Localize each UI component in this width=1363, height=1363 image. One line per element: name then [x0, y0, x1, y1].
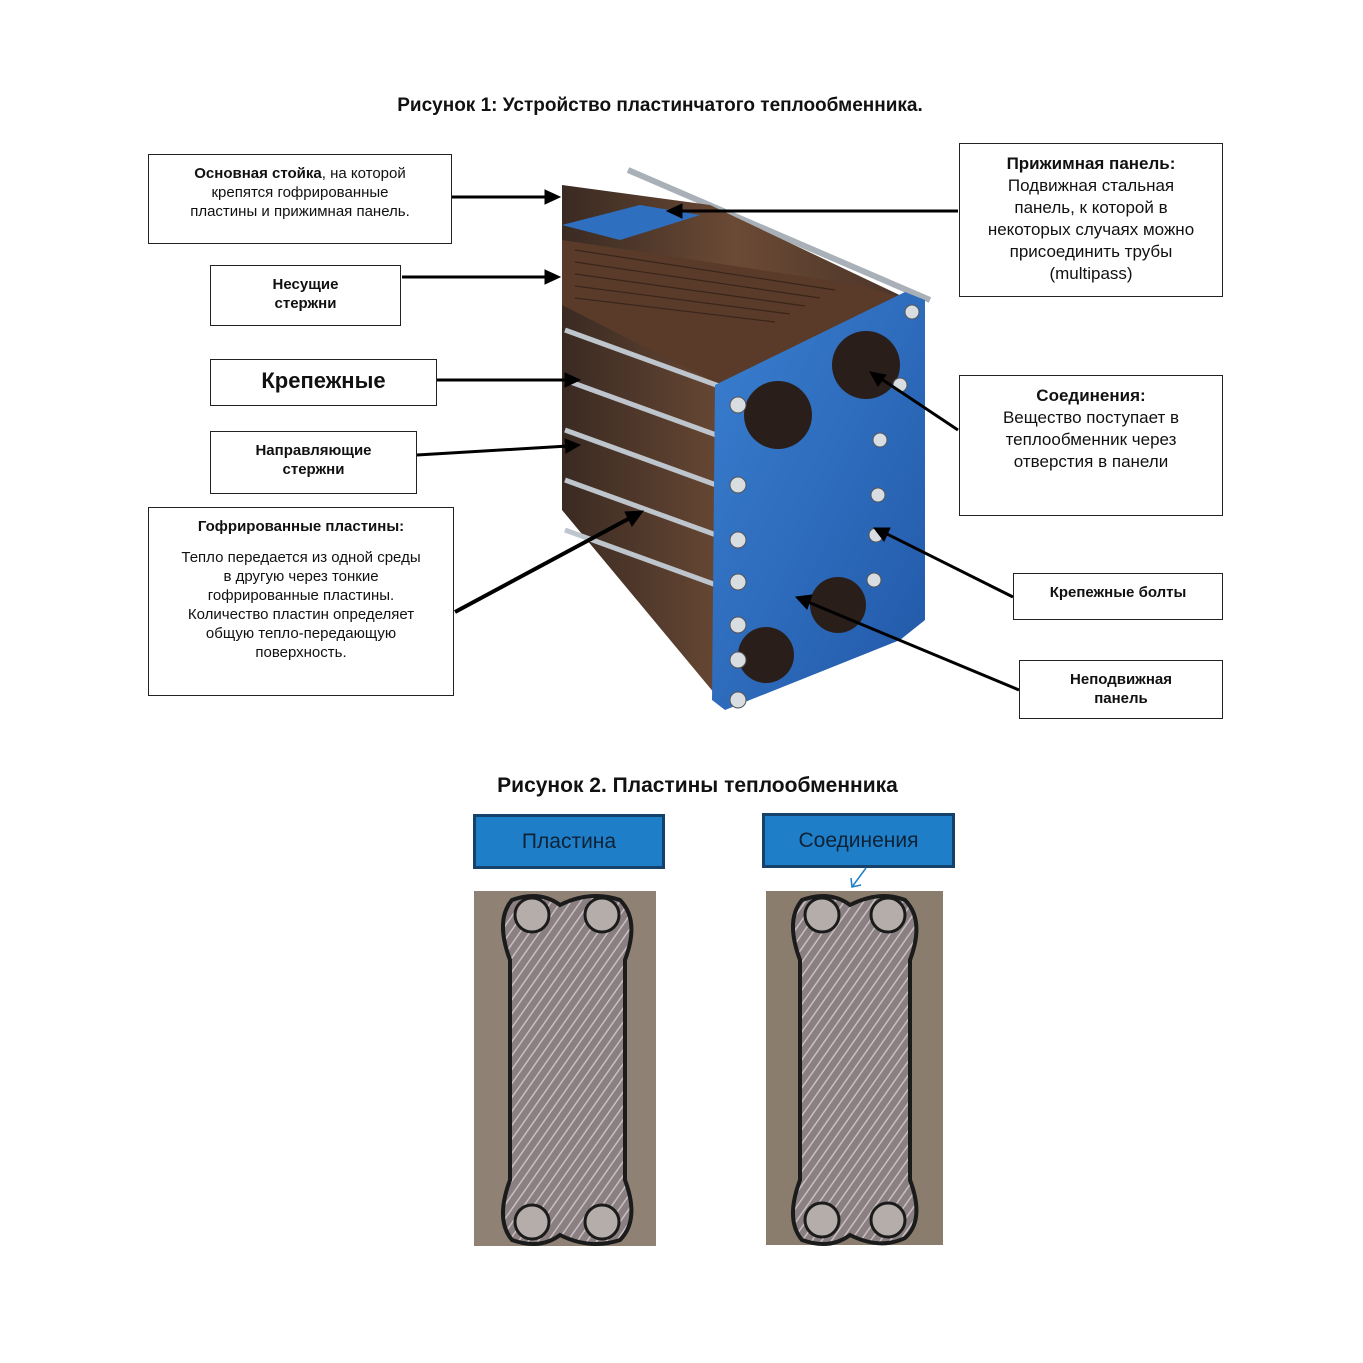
- label-pressure-plate: Прижимная панель: Подвижная стальная пан…: [959, 143, 1223, 297]
- label-carrying-bars: Несущие стержни: [210, 265, 401, 326]
- label-plates-line2: в другую через тонкие: [223, 568, 379, 585]
- label-connections: Соединения: Вещество поступает в теплооб…: [959, 375, 1223, 516]
- label-fastening-text: Крепежные: [261, 368, 386, 393]
- label-frame-bold: Основная стойка: [194, 165, 322, 182]
- label-carrying-bars-line1: Несущие: [272, 276, 339, 293]
- label-connections-line3: отверстия в панели: [1013, 452, 1169, 471]
- label-fixed-plate-line2: панель: [1094, 690, 1148, 707]
- tag-plate: Пластина: [473, 814, 665, 869]
- label-frame-line2: крепятся гофрированные: [211, 184, 389, 201]
- label-frame: Основная стойка, на которой крепятся гоф…: [148, 154, 452, 244]
- label-connections-line1: Вещество поступает в: [1002, 408, 1180, 427]
- ports-shape: [738, 331, 900, 683]
- label-guide-bars: Направляющие стержни: [210, 431, 417, 494]
- label-pressure-plate-line4: присоединить трубы: [1009, 242, 1173, 261]
- label-frame-rest: , на которой: [321, 165, 406, 182]
- figure2-title: Рисунок 2. Пластины теплообменника: [497, 774, 898, 797]
- label-plates-line4: Количество пластин определяет: [187, 606, 415, 623]
- label-plates-heading: Гофрированные пластины:: [197, 518, 405, 535]
- label-pressure-plate-heading: Прижимная панель:: [1006, 154, 1176, 173]
- label-plates-line5: общую тепло-передающую: [205, 625, 397, 642]
- label-plates-line6: поверхность.: [255, 644, 347, 661]
- label-bolts-text: Крепежные болты: [1049, 584, 1187, 601]
- label-fastening: Крепежные: [210, 359, 437, 406]
- label-bolts: Крепежные болты: [1013, 573, 1223, 620]
- pressure-plate-shape: [562, 205, 700, 240]
- bolts-shape: [729, 304, 920, 709]
- label-carrying-bars-line2: стержни: [274, 295, 337, 312]
- label-connections-line2: теплообменник через: [1005, 430, 1177, 449]
- label-plates-line1: Тепло передается из одной среды: [181, 549, 421, 566]
- label-frame-line3: пластины и прижимная панель.: [190, 203, 410, 220]
- callout-arrows: [402, 189, 1020, 692]
- label-plates: Гофрированные пластины: Тепло передается…: [148, 507, 454, 696]
- label-guide-bars-line2: стержни: [282, 461, 345, 478]
- label-fixed-plate-line1: Неподвижная: [1070, 671, 1172, 688]
- label-connections-heading: Соединения:: [1036, 386, 1146, 405]
- label-pressure-plate-line2: панель, к которой в: [1014, 198, 1168, 217]
- plate-photo-2: [766, 891, 943, 1246]
- connections-pointer-arrow: [850, 867, 867, 888]
- label-fixed-plate: Неподвижная панель: [1019, 660, 1223, 719]
- label-pressure-plate-line3: некоторых случаях можно: [987, 220, 1195, 239]
- label-pressure-plate-line1: Подвижная стальная: [1007, 176, 1175, 195]
- label-pressure-plate-line5: (multipass): [1049, 264, 1133, 283]
- figure1-title: Рисунок 1: Устройство пластинчатого тепл…: [397, 95, 923, 116]
- tag-connections: Соединения: [762, 813, 955, 868]
- label-guide-bars-line1: Направляющие: [255, 442, 372, 459]
- label-plates-line3: гофрированные пластины.: [207, 587, 395, 604]
- plate-photo-1: [474, 891, 656, 1246]
